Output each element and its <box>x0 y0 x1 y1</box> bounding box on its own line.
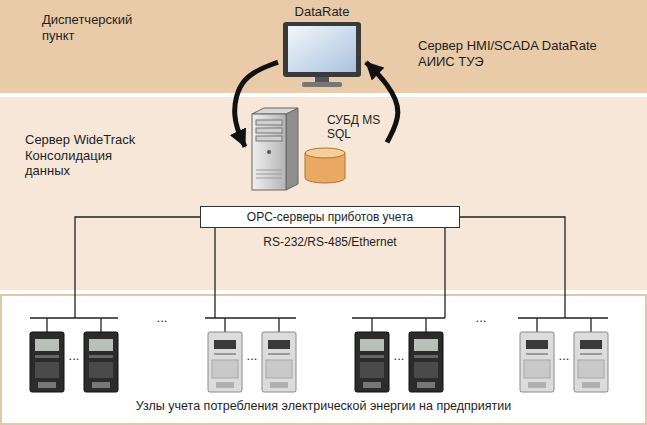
bus-wire <box>75 217 200 318</box>
server-icon <box>256 136 282 141</box>
bus-wire <box>590 318 591 332</box>
ellipsis-mark: ... <box>559 348 570 364</box>
bus-wire <box>100 318 101 332</box>
database-icon <box>305 148 345 158</box>
bus-wire <box>214 228 215 318</box>
database-server-node: СУБД MS SQL <box>245 108 387 194</box>
ellipsis-mark: ... <box>394 348 405 364</box>
band-title: Диспетчерский пункт <box>42 12 162 43</box>
bus-wire <box>371 318 372 332</box>
bus-wire <box>205 317 296 318</box>
server-icon <box>256 120 282 125</box>
band-title: Сервер WideTrack Консолидация данных <box>25 132 153 179</box>
bus-wire <box>444 228 445 318</box>
band-fill <box>0 0 647 93</box>
band-fill <box>0 97 647 290</box>
server-icon <box>286 108 298 190</box>
meter-icon <box>208 332 242 392</box>
server-icon <box>256 178 282 179</box>
monitor-icon <box>283 22 361 87</box>
system-caption: Сервер HMI/SCADA DataRate АИИС ТУЭ <box>418 38 618 69</box>
workstation-node: DataRate <box>278 2 366 88</box>
meter-icon <box>262 332 296 392</box>
bus-wire <box>46 318 47 332</box>
bus-wire <box>425 318 426 332</box>
server-icon <box>252 108 298 190</box>
bus-wire <box>224 318 225 332</box>
interface-label: RS-232/RS-485/Ethernet <box>263 235 396 249</box>
meter-icon <box>355 332 389 392</box>
curved-arrow <box>235 62 278 147</box>
bus-wire <box>352 317 445 318</box>
bus-wire <box>518 317 608 318</box>
bus-wire <box>278 318 279 332</box>
bus-wire <box>536 318 537 332</box>
server-icon <box>256 170 282 171</box>
ellipsis-mark: ... <box>157 310 168 326</box>
server-icon <box>252 108 298 114</box>
process-box-label: OPC-серверы приботов учета <box>201 210 459 224</box>
bus-wire <box>30 217 608 332</box>
server-icon <box>256 174 282 175</box>
bus-wire <box>460 217 565 318</box>
database-label: СУБД MS SQL <box>327 113 383 142</box>
server-icon <box>267 150 271 154</box>
meter-icon <box>574 332 608 392</box>
server-icon <box>252 114 286 190</box>
server-band: СУБД MS SQL OPC-серверы приботов учета Сер… <box>0 97 647 290</box>
server-icon <box>256 128 282 133</box>
ellipsis-mark: ... <box>476 310 487 326</box>
meter-icon <box>30 332 608 392</box>
workstation-label: DataRate <box>278 4 366 20</box>
monitor-icon <box>283 22 361 77</box>
band-caption: Узлы учета потребления электрической эне… <box>0 399 647 414</box>
meter-icon <box>30 332 64 392</box>
metering-band: Узлы учета потребления электрической эне… <box>0 295 647 425</box>
opc-server-box: OPC-серверы приботов учета <box>200 206 460 228</box>
meter-icon <box>409 332 443 392</box>
bus-wire <box>30 317 118 318</box>
monitor-icon <box>288 26 356 72</box>
ellipsis-mark: ... <box>69 348 80 364</box>
ellipsis-mark: ... <box>247 348 258 364</box>
meter-icon <box>84 332 118 392</box>
database-icon <box>305 148 345 183</box>
band-fill <box>1 295 646 424</box>
meter-icon <box>520 332 554 392</box>
curved-arrow <box>366 62 398 142</box>
monitor-icon <box>302 82 342 87</box>
